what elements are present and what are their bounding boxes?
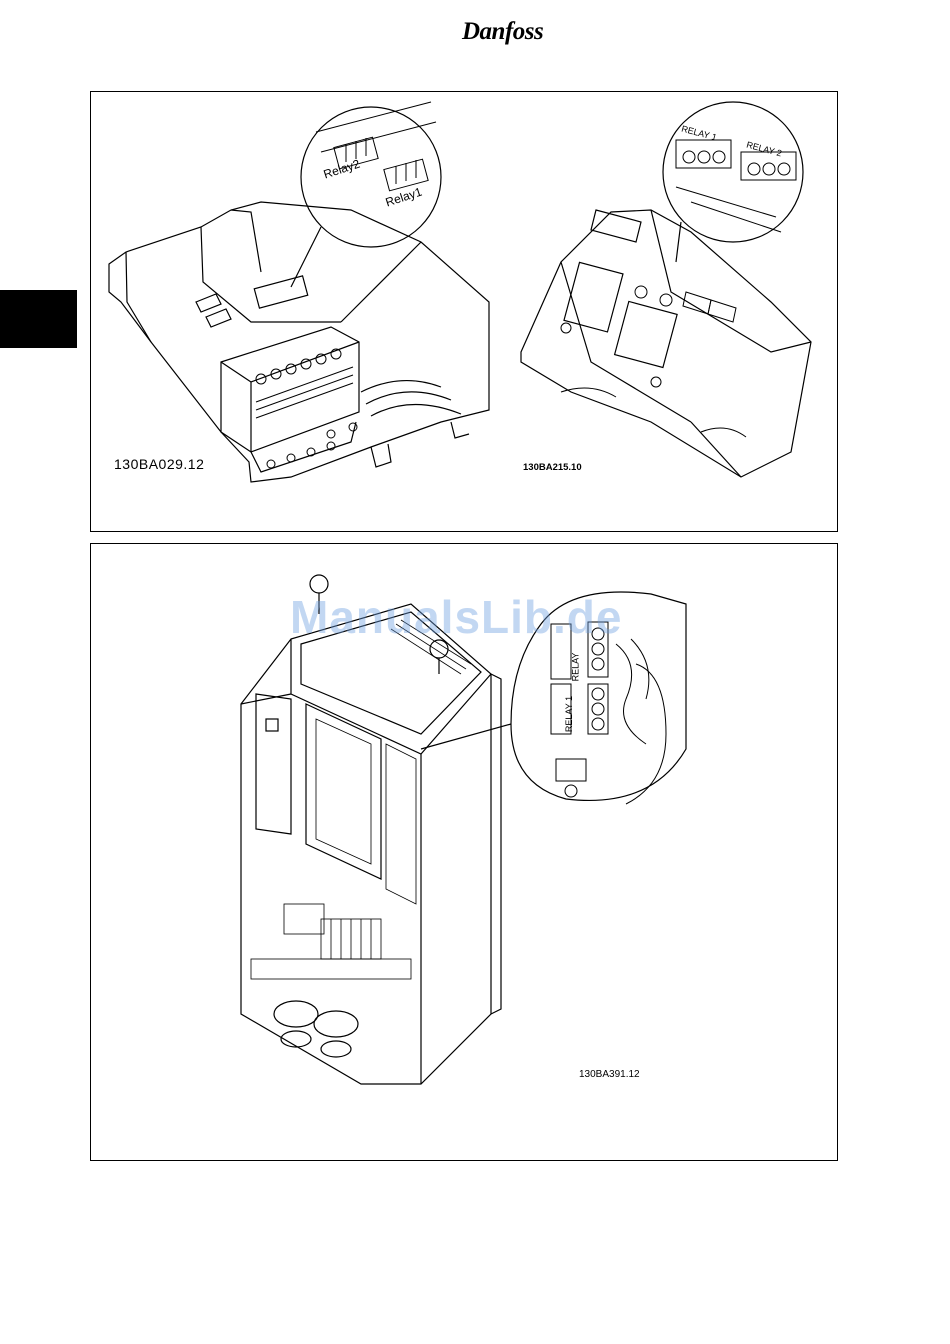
figure-code-right: 130BA215.10 xyxy=(523,462,582,473)
danfoss-logo: Danfoss xyxy=(462,18,552,52)
figure-code-bottom: 130BA391.12 xyxy=(579,1069,640,1080)
relay-label: RELAY xyxy=(570,653,580,682)
chapter-tab xyxy=(0,290,77,348)
relay-1-label: RELAY 1 xyxy=(564,696,574,732)
figure-top: Relay2 Relay1 RELAY 1 RELAY 2 130BA029.1… xyxy=(90,91,838,532)
figure-code-left: 130BA029.12 xyxy=(114,456,204,472)
watermark: ManualsLib.de xyxy=(290,590,622,644)
brand-name: Danfoss xyxy=(462,18,543,46)
